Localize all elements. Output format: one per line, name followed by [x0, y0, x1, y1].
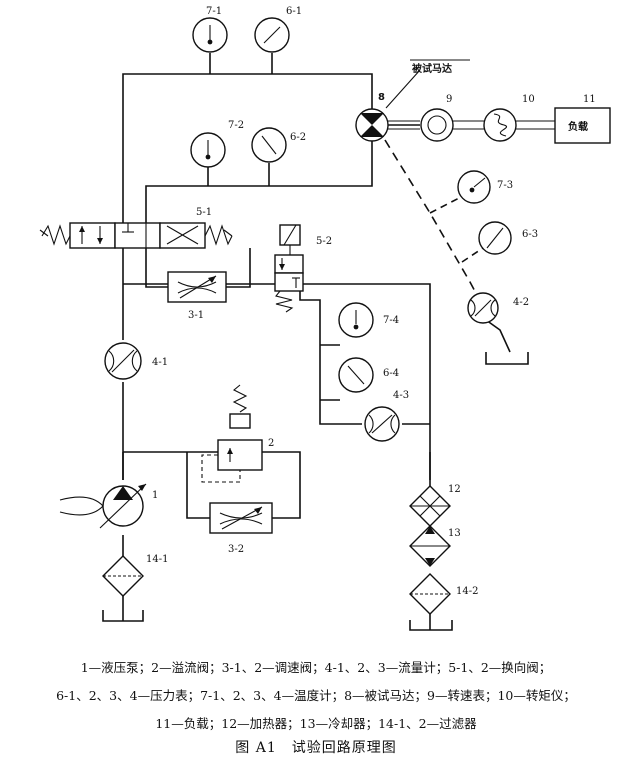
- label-2: 2: [268, 438, 274, 449]
- flowmeter-4-2: 4-2: [467, 292, 529, 324]
- label-6-4: 6-4: [383, 368, 399, 379]
- label-10: 10: [522, 94, 535, 105]
- label-8: 8: [378, 92, 385, 103]
- thermometer-7-2: 7-2: [190, 120, 244, 186]
- label-5-1: 5-1: [196, 207, 212, 218]
- label-6-2: 6-2: [290, 132, 306, 143]
- label-14-1: 14-1: [146, 554, 168, 565]
- legend-line-1: 1—液压泵；2—溢流阀；3-1、2—调速阀；4-1、2、3—流量计；5-1、2—…: [80, 660, 552, 675]
- speed-control-valve-3-1: 3-1: [167, 271, 227, 321]
- hydraulic-circuit-diagram: 7-1 6-1 7-2 6-2 8 被试马达 9: [39, 6, 611, 631]
- pressure-gauge-6-3: 6-3: [478, 221, 538, 255]
- relief-valve-2: 2: [201, 384, 274, 483]
- pressure-gauge-6-4: 6-4: [338, 357, 399, 393]
- heater-12: 12: [409, 484, 461, 527]
- drain-line: [384, 139, 529, 365]
- directional-valve-5-1: 5-1: [39, 207, 233, 249]
- label-9: 9: [446, 94, 452, 105]
- tank-right: [409, 614, 453, 631]
- label-4-1: 4-1: [152, 357, 168, 368]
- thermometer-7-4: 7-4: [338, 302, 399, 338]
- motor-under-test-label: 被试马达: [412, 62, 452, 75]
- label-3-2: 3-2: [228, 544, 244, 555]
- thermometer-7-1: 7-1: [192, 6, 228, 74]
- label-5-2: 5-2: [316, 236, 332, 247]
- label-3-1: 3-1: [188, 310, 204, 321]
- legend-line-3: 11—负载；12—加热器；13—冷却器；14-1、2—过滤器: [155, 716, 477, 731]
- tachometer-9: 9: [420, 94, 484, 142]
- figure-caption: 图 A1 试验回路原理图: [235, 740, 397, 756]
- label-4-2: 4-2: [513, 297, 529, 308]
- label-4-3: 4-3: [393, 390, 409, 401]
- label-7-1: 7-1: [206, 6, 222, 17]
- legend-line-2: 6-1、2、3、4—压力表；7-1、2、3、4—温度计；8—被试马达；9—转速表…: [56, 688, 576, 703]
- pressure-gauge-6-2: 6-2: [251, 127, 306, 186]
- label-6-3: 6-3: [522, 229, 538, 240]
- flowmeter-4-1: 4-1: [104, 342, 168, 380]
- hydraulic-pump-1: 1: [59, 483, 158, 529]
- label-7-4: 7-4: [383, 315, 399, 326]
- tank-left: [102, 610, 144, 622]
- pressure-gauge-6-1: 6-1: [254, 6, 302, 74]
- load-label: 负载: [568, 120, 588, 133]
- label-6-1: 6-1: [286, 6, 302, 17]
- load-11: 负载 11: [554, 94, 611, 144]
- torque-meter-10: 10: [483, 94, 555, 142]
- cooler-13: 13: [409, 525, 461, 567]
- label-13: 13: [448, 528, 461, 539]
- label-1: 1: [152, 490, 158, 501]
- flowmeter-4-3: 4-3: [364, 390, 409, 442]
- label-7-2: 7-2: [228, 120, 244, 131]
- pipelines: [122, 73, 431, 621]
- label-11: 11: [583, 94, 596, 105]
- label-14-2: 14-2: [456, 586, 478, 597]
- directional-valve-5-2: 5-2: [274, 224, 332, 313]
- thermometer-7-3: 7-3: [457, 170, 513, 204]
- label-7-3: 7-3: [497, 180, 513, 191]
- label-12: 12: [448, 484, 461, 495]
- motor-under-test-8: 8 被试马达: [355, 59, 470, 142]
- speed-control-valve-3-2: 3-2: [209, 502, 273, 555]
- filter-14-2: 14-2: [409, 573, 478, 615]
- filter-14-1: 14-1: [102, 554, 168, 597]
